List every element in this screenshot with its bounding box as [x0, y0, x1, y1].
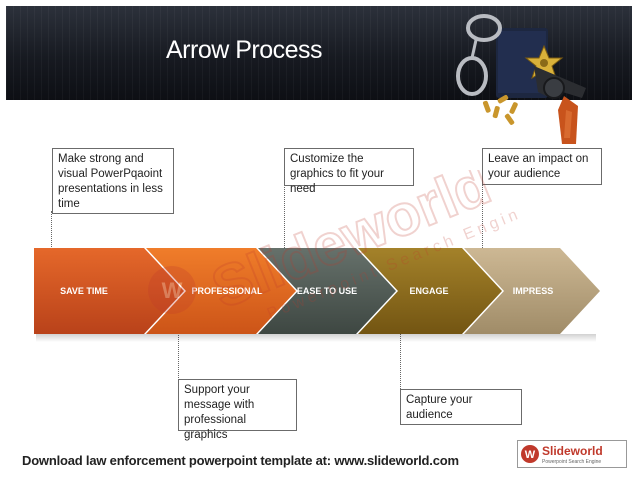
step-engage: [358, 248, 502, 334]
leader-line: [51, 211, 52, 251]
step-impress: [464, 248, 600, 334]
callout-save-time: Make strong and visual PowerPqaoint pres…: [52, 148, 174, 214]
slideworld-logo: W Slideworld Powerpoint Search Engine: [521, 444, 603, 465]
leader-line: [178, 332, 179, 380]
callout-engage: Capture your audience: [400, 389, 522, 425]
bullets-icon: [482, 95, 518, 125]
logo-brand: Slideworld: [542, 444, 603, 458]
step-label-impress: IMPRESS: [513, 286, 554, 296]
callout-impress: Leave an impact on your audience: [482, 148, 602, 185]
leader-line: [400, 334, 401, 389]
svg-text:W: W: [525, 449, 536, 461]
footer-logo[interactable]: W Slideworld Powerpoint Search Engine: [517, 440, 627, 468]
step-professional: [146, 248, 296, 334]
logo-icon: [521, 445, 539, 463]
step-label-engage: ENGAGE: [409, 286, 448, 296]
revolver-icon: [534, 66, 586, 144]
leader-line: [284, 185, 285, 250]
callout-professional: Support your message with professional g…: [178, 379, 297, 441]
logo-tagline: Powerpoint Search Engine: [542, 459, 601, 465]
arrow-shadow: [36, 334, 596, 342]
callout-ease-to-use: Customize the graphics to fit your need: [284, 148, 414, 195]
law-enforcement-photo: [456, 14, 586, 144]
step-save-time: [34, 248, 184, 334]
step-label-ease-to-use: EASE TO USE: [297, 286, 357, 296]
slide-title: Arrow Process: [166, 36, 323, 64]
step-label-save-time: SAVE TIME: [60, 286, 108, 296]
step-label-professional: PROFESSIONAL: [191, 286, 263, 296]
footer-download-text: Download law enforcement powerpoint temp…: [22, 453, 459, 468]
leader-line: [482, 183, 483, 250]
handcuffs-icon: [456, 14, 502, 96]
arrow-process: SAVE TIME PROFESSIONAL EASE TO USE ENGAG…: [34, 248, 600, 334]
step-ease-to-use: [258, 248, 396, 334]
